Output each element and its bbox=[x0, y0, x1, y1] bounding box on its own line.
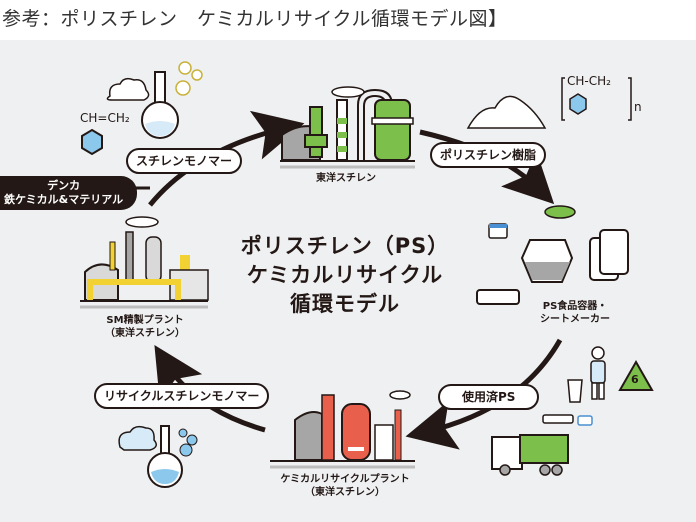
ps-pellets-icon bbox=[466, 95, 547, 129]
chem-plant-line1: ケミカルリサイクルプラント bbox=[280, 474, 410, 485]
polymer-subscript: n bbox=[634, 100, 642, 114]
toyo-styrene-plant-icon bbox=[280, 86, 415, 169]
benzene-ring-icon bbox=[81, 128, 103, 156]
node-ps-maker: PS食品容器・ シートメーカー bbox=[520, 300, 630, 326]
flow-used-ps: 使用済PS bbox=[438, 384, 540, 410]
node-toyo-styrene: 東洋スチレン bbox=[316, 173, 376, 184]
sm-plant-icon bbox=[80, 216, 209, 309]
recycled-monomer-flask-icon bbox=[118, 425, 198, 488]
recycle-code: 6 bbox=[631, 373, 639, 386]
caption: 参考：ポリスチレン ケミカルリサイクル循環モデル図】 bbox=[2, 8, 508, 30]
flow-styrene-monomer: スチレンモノマー bbox=[126, 148, 243, 174]
ps-containers-icon bbox=[476, 205, 629, 305]
chem-plant-line2: （東洋スチレン） bbox=[305, 487, 385, 498]
flow-recycled-monomer: リサイクルスチレンモノマー bbox=[94, 383, 270, 409]
center-title-line3: 循環モデル bbox=[290, 292, 400, 316]
node-sm-plant: SM精製プラント （東洋スチレン） bbox=[85, 314, 205, 340]
person-recycling-icon bbox=[567, 346, 606, 403]
center-title-line1: ポリスチレン（PS） bbox=[240, 234, 450, 258]
chemical-recycling-plant-icon bbox=[270, 390, 415, 469]
ps-maker-line2: シートメーカー bbox=[540, 314, 610, 325]
center-title-line2: ケミカルリサイクル bbox=[246, 263, 444, 287]
supplier-line1: デンカ bbox=[47, 179, 81, 192]
recycle-triangle-icon bbox=[618, 359, 654, 391]
polymer-formula: CH-CH₂ bbox=[567, 74, 611, 88]
ps-maker-line1: PS食品容器・ bbox=[542, 301, 608, 312]
monomer-formula: CH=CH₂ bbox=[80, 111, 130, 125]
center-title: ポリスチレン（PS） ケミカルリサイクル 循環モデル bbox=[205, 232, 485, 319]
styrene-flask-icon bbox=[106, 61, 203, 139]
supplier-label: デンカ 鉄ケミカル&マテリアル bbox=[0, 176, 138, 210]
sm-plant-line1: SM精製プラント bbox=[106, 315, 184, 326]
node-chemical-plant: ケミカルリサイクルプラント （東洋スチレン） bbox=[270, 473, 420, 499]
supplier-line2: 鉄ケミカル&マテリアル bbox=[4, 193, 124, 206]
flow-polystyrene-resin: ポリスチレン樹脂 bbox=[430, 142, 547, 168]
sm-plant-line2: （東洋スチレン） bbox=[105, 328, 185, 339]
polymer-bracket-icon bbox=[561, 77, 632, 121]
garbage-truck-icon bbox=[491, 414, 593, 476]
